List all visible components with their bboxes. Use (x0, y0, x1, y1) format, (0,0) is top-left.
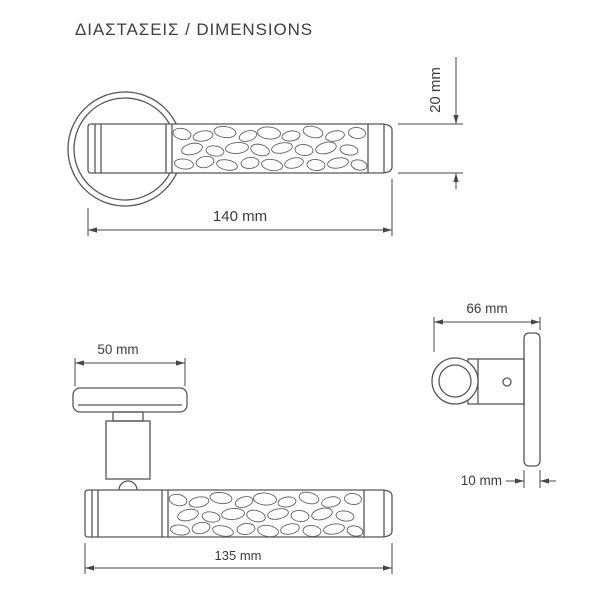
lever-end-inner (438, 364, 472, 398)
rose-top-view (72, 387, 188, 413)
side-projection-label: 66 mm (466, 301, 507, 316)
rose-width-label: 50 mm (97, 342, 138, 357)
rose-thickness-label: 10 mm (461, 473, 502, 488)
neck-cylinder (105, 420, 151, 480)
screw-hole (502, 377, 512, 387)
rose-side-plate (523, 332, 541, 467)
side-view (431, 332, 541, 467)
top-length-dimension: 135 mm (84, 543, 393, 574)
neck-collar (112, 411, 144, 422)
front-length-dimension: 140 mm (87, 179, 393, 236)
rose-width-dimension: 50 mm (74, 342, 186, 386)
side-projection-dimension: 66 mm (433, 301, 541, 352)
rose-thickness-dimension: 10 mm (461, 470, 556, 488)
front-view (67, 91, 393, 207)
top-view (72, 387, 393, 539)
top-length-label: 135 mm (215, 548, 262, 563)
front-length-label: 140 mm (213, 208, 267, 225)
lever-body (87, 123, 393, 174)
page-title: ΔΙΑΣΤΑΣΕΙΣ / DIMENSIONS (75, 20, 314, 39)
lever-body-top (84, 489, 393, 538)
front-diameter-label: 20 mm (427, 67, 444, 113)
front-diameter-dimension: 20 mm (398, 57, 463, 189)
